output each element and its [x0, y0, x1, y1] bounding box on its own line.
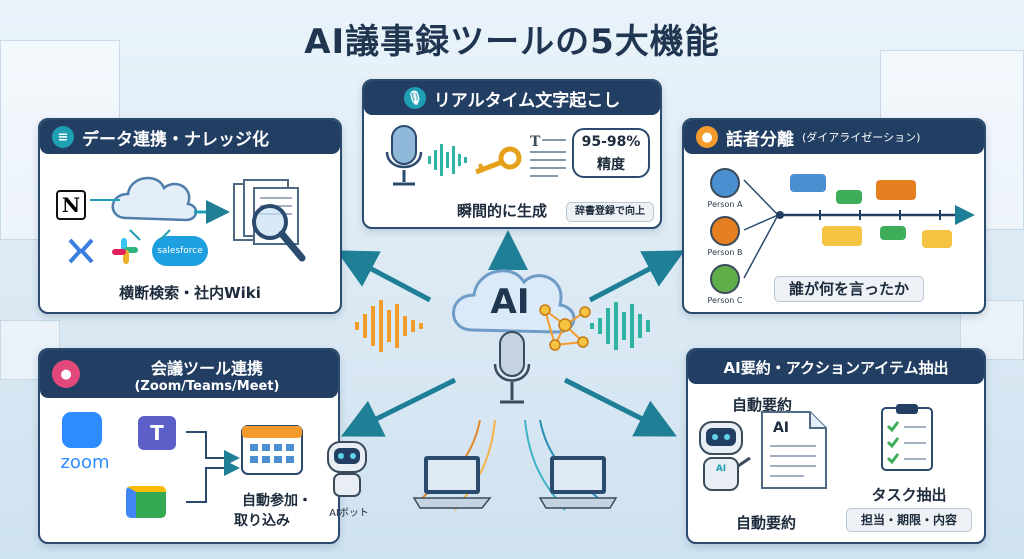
- card-transcription-header: 🎙 リアルタイム文字起こし: [364, 81, 660, 115]
- speaker-caption: 誰が何を言ったか: [774, 276, 924, 302]
- card-speaker-header: ● 話者分離 (ダイアライゼーション): [684, 120, 984, 154]
- meeting-subtitle: (Zoom/Teams/Meet): [134, 378, 280, 394]
- person-b-label: Person B: [707, 248, 743, 257]
- card-summary-header: AI要約・アクションアイテム抽出: [688, 350, 984, 384]
- timeline-diagram: [743, 179, 975, 279]
- person-a-label: Person A: [707, 200, 743, 209]
- database-icon: ≡: [52, 126, 74, 148]
- meet-logo-icon: [126, 486, 166, 518]
- accuracy-bubble: [572, 128, 650, 178]
- zoom-label: zoom: [60, 452, 110, 473]
- speech-bubble-blue: [790, 174, 826, 192]
- speech-bubble-yellow-2: [922, 230, 952, 248]
- page-title: AI議事録ツールの5大機能: [304, 22, 720, 62]
- notion-logo: N: [56, 190, 86, 220]
- speaker-title: 話者分離: [726, 129, 794, 150]
- summary-bottom-label: 自動要約: [735, 514, 796, 532]
- ai-cloud-icon: [452, 269, 576, 334]
- summary-robot-icon: [699, 421, 751, 491]
- summary-document-icon: [761, 411, 827, 489]
- task-badge: 担当・期限・内容: [846, 508, 972, 532]
- speech-bubble-green: [836, 190, 862, 204]
- waveform-icon: [428, 144, 467, 176]
- accuracy-value: 95-98%: [581, 134, 641, 150]
- meeting-caption-2: 取り込み: [234, 513, 290, 529]
- slack-logo-icon: [112, 238, 138, 264]
- person-c-avatar: [710, 264, 740, 294]
- data-link-caption: 横断検索・社内Wiki: [119, 284, 261, 302]
- ai-bot-icon: [327, 441, 367, 497]
- sound-wave-left: [355, 300, 423, 352]
- accuracy-label: 精度: [597, 157, 625, 173]
- card-meeting-header: ● 会議ツール連携 (Zoom/Teams/Meet): [40, 350, 338, 398]
- speech-bubble-yellow: [822, 226, 862, 246]
- speech-bubble-green-2: [880, 226, 906, 240]
- cloud-icon: [111, 176, 198, 222]
- sound-wave-right: [590, 302, 650, 350]
- card-data-link-header: ≡ データ連携・ナレッジ化: [40, 120, 340, 154]
- key-icon: [475, 146, 522, 175]
- meeting-caption-1: 自動参加・: [242, 493, 312, 509]
- data-flow-lines: [90, 199, 230, 241]
- person-a-avatar: [710, 168, 740, 198]
- studio-microphone-icon: [385, 125, 423, 186]
- salesforce-logo: salesforce: [152, 236, 208, 266]
- connector-logo-icon: [68, 238, 94, 264]
- dictionary-badge: 辞書登録で向上: [566, 202, 654, 222]
- person-icon: ●: [696, 126, 718, 148]
- summary-top-label: 自動要約: [731, 396, 792, 414]
- transcription-title: リアルタイム文字起こし: [433, 90, 621, 111]
- summary-title: AI要約・アクションアイテム抽出: [723, 358, 949, 377]
- svg-text:T: T: [530, 134, 541, 150]
- speaker-subtitle: (ダイアライゼーション): [802, 131, 921, 144]
- data-link-title: データ連携・ナレッジ化: [82, 129, 269, 150]
- microphone-icon-center: [493, 331, 531, 404]
- group-icon: ●: [52, 360, 80, 388]
- laptop-right-icon: [538, 456, 618, 509]
- person-b-avatar: [710, 216, 740, 246]
- teams-logo-icon: T: [138, 416, 176, 450]
- text-document-icon: T: [530, 134, 566, 177]
- document-ai-label: AI: [772, 420, 790, 436]
- robot-ai-badge: AI: [715, 464, 727, 474]
- document-search-icon: [233, 179, 306, 262]
- person-c-label: Person C: [707, 296, 743, 305]
- calendar-icon: [241, 425, 303, 475]
- ai-bot-label: AIボット: [329, 508, 369, 519]
- zoom-logo-icon: [62, 412, 102, 448]
- speech-bubble-orange: [876, 180, 916, 200]
- task-label: タスク抽出: [871, 486, 947, 504]
- microphone-icon: 🎙: [403, 87, 426, 109]
- integration-arrows: [186, 431, 240, 503]
- center-ai-label: AI: [490, 282, 530, 322]
- transcription-caption: 瞬間的に生成: [456, 202, 547, 220]
- laptop-left-icon: [412, 456, 492, 509]
- task-checklist-icon: [881, 404, 933, 471]
- meeting-title: 会議ツール連携: [150, 358, 263, 378]
- neural-network-icon: [539, 304, 591, 351]
